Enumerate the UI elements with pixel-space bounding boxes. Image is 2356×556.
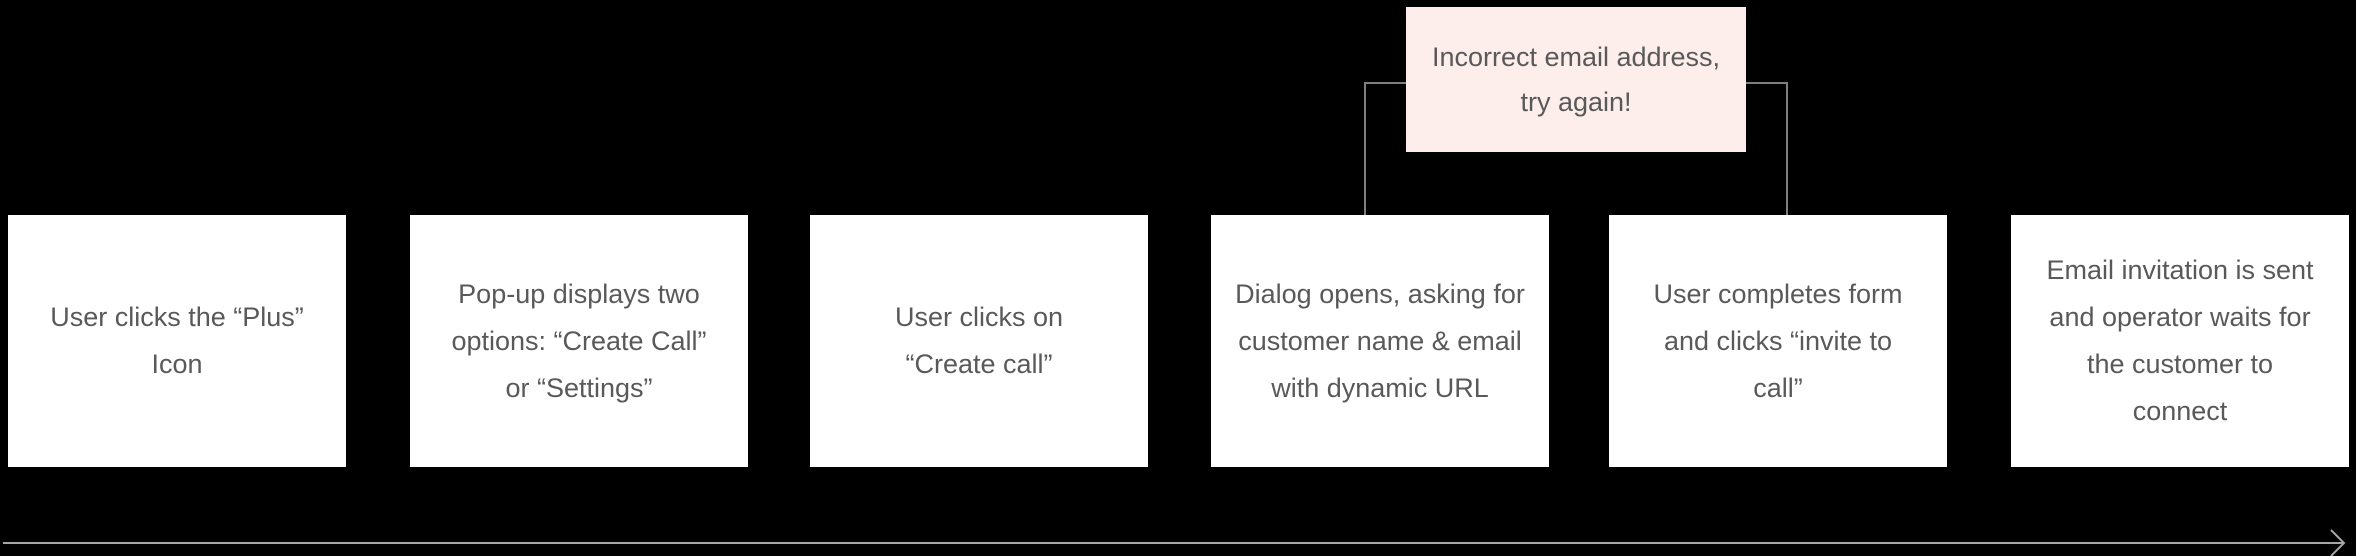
- connector-note-to-step-5: [1746, 82, 1788, 215]
- flow-step-6-text: Email invitation is sent and operator wa…: [2046, 255, 2314, 426]
- arrowhead-right-icon: [2330, 529, 2346, 556]
- connector-note-to-step-4: [1364, 82, 1406, 215]
- error-note-text: Incorrect email address, try again!: [1431, 41, 1721, 117]
- flow-step-4-text: Dialog opens, asking for customer name &…: [1235, 278, 1525, 403]
- flow-step-1-text: User clicks the “Plus” Icon: [50, 302, 304, 379]
- flow-step-4: Dialog opens, asking for customer name &…: [1211, 215, 1549, 467]
- flow-step-5: User completes form and clicks “invite t…: [1609, 215, 1947, 467]
- error-note: Incorrect email address, try again!: [1406, 7, 1746, 152]
- flow-step-1: User clicks the “Plus” Icon: [8, 215, 346, 467]
- flow-step-3-text: User clicks on “Create call”: [894, 302, 1064, 379]
- flow-step-2-text: Pop-up displays two options: “Create Cal…: [451, 278, 707, 403]
- flow-step-6: Email invitation is sent and operator wa…: [2011, 215, 2349, 467]
- flow-step-3: User clicks on “Create call”: [810, 215, 1148, 467]
- flow-step-2: Pop-up displays two options: “Create Cal…: [410, 215, 748, 467]
- flow-step-5-text: User completes form and clicks “invite t…: [1653, 278, 1903, 403]
